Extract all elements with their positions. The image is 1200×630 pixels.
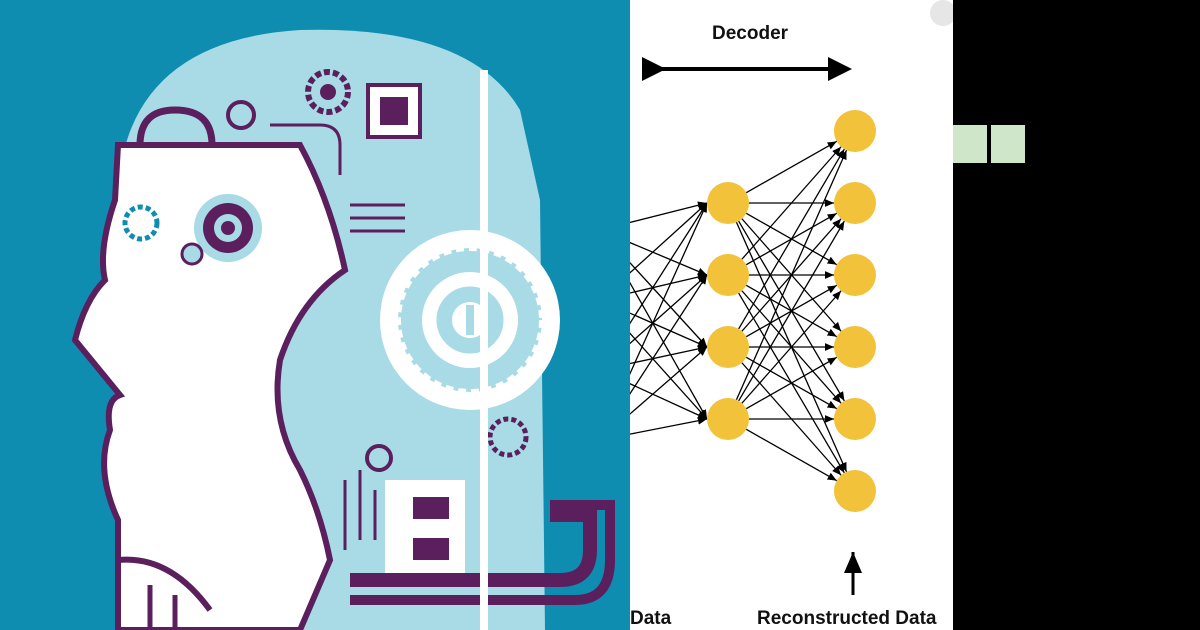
output-node <box>834 110 876 152</box>
hidden-node <box>707 254 749 296</box>
hidden-output-edge <box>745 140 838 194</box>
input-edge <box>630 274 708 395</box>
decoder-diagram: Decoder Data Reconstructed Data <box>630 0 953 630</box>
close-icon[interactable] <box>930 0 953 26</box>
hidden-output-edge <box>741 290 842 404</box>
output-node <box>834 470 876 512</box>
output-node <box>834 326 876 368</box>
output-node <box>834 398 876 440</box>
hidden-output-edge <box>738 148 845 330</box>
input-edge <box>630 241 708 276</box>
hidden-node <box>707 326 749 368</box>
hidden-output-edge <box>741 146 842 260</box>
hidden-node <box>707 182 749 224</box>
input-edge <box>630 202 708 325</box>
input-edge <box>630 332 708 420</box>
input-edge <box>630 201 708 224</box>
network-edges <box>630 140 848 482</box>
input-edge <box>630 202 708 376</box>
accent-square <box>953 125 987 163</box>
hidden-output-edge <box>745 428 838 482</box>
input-edge <box>630 383 708 420</box>
robot-head-illustration <box>0 0 630 630</box>
input-edge <box>630 346 708 415</box>
input-edge <box>630 202 708 274</box>
input-edge <box>630 416 708 435</box>
hidden-node <box>707 398 749 440</box>
accent-square <box>991 125 1025 163</box>
network-svg <box>630 57 876 595</box>
hidden-output-edge <box>745 356 838 410</box>
input-edge <box>630 312 708 348</box>
network-nodes <box>707 110 876 512</box>
output-node <box>834 182 876 224</box>
reconstructed-data-label: Reconstructed Data <box>757 608 937 629</box>
input-edge <box>630 261 708 348</box>
hidden-output-edge <box>738 220 845 402</box>
input-data-label: Data <box>630 608 672 629</box>
input-edge <box>630 281 708 420</box>
hidden-output-edge <box>735 149 848 401</box>
decoder-label: Decoder <box>712 23 789 44</box>
output-node <box>834 254 876 296</box>
